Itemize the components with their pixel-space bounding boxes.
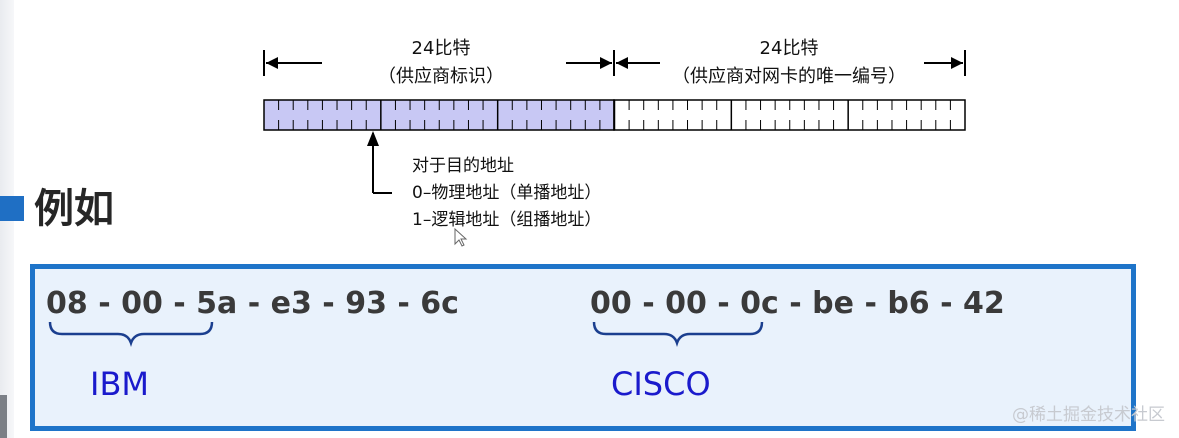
right-field-desc-label: （供应商对网卡的唯一编号） bbox=[672, 66, 906, 87]
bit-tick-marks bbox=[278, 100, 951, 130]
middle-right-arrow-head bbox=[616, 57, 628, 69]
mac-address-ibm: 08 - 00 - 5a - e3 - 93 - 6c bbox=[46, 286, 459, 321]
mouse-cursor-icon bbox=[454, 227, 468, 247]
right-arrow-head bbox=[951, 57, 963, 69]
vendor-label-ibm: IBM bbox=[90, 365, 149, 403]
heading-marker bbox=[0, 196, 24, 221]
watermark: @稀土掘金技术社区 bbox=[1012, 405, 1165, 425]
middle-left-arrow-head bbox=[600, 57, 612, 69]
example-box bbox=[30, 264, 1136, 431]
note-line-title: 对于目的地址 bbox=[412, 156, 514, 176]
ibm-oui-brace bbox=[48, 321, 214, 347]
mac-address-diagram: 24比特 （供应商标识） 24比特 （供应商对网卡的唯一编号） bbox=[263, 38, 966, 247]
note-line-physical: 0–物理地址（单播地址） bbox=[412, 183, 602, 203]
destination-address-note: 对于目的地址 0–物理地址（单播地址） 1–逻辑地址（组播地址） bbox=[412, 153, 601, 234]
right-field-bits-label: 24比特 bbox=[760, 38, 819, 59]
note-line-logical: 1–逻辑地址（组播地址） bbox=[412, 210, 602, 230]
example-heading: 例如 bbox=[34, 186, 114, 232]
pointer-arrow-head bbox=[367, 131, 379, 146]
left-arrow-head bbox=[266, 57, 278, 69]
cisco-oui-brace bbox=[592, 321, 764, 347]
mac-address-cisco: 00 - 00 - 0c - be - b6 - 42 bbox=[590, 286, 1005, 321]
left-edge-dark-block bbox=[0, 395, 7, 438]
vendor-label-cisco: CISCO bbox=[611, 365, 711, 403]
left-field-desc-label: （供应商标识） bbox=[378, 66, 504, 87]
left-field-bits-label: 24比特 bbox=[412, 38, 471, 59]
